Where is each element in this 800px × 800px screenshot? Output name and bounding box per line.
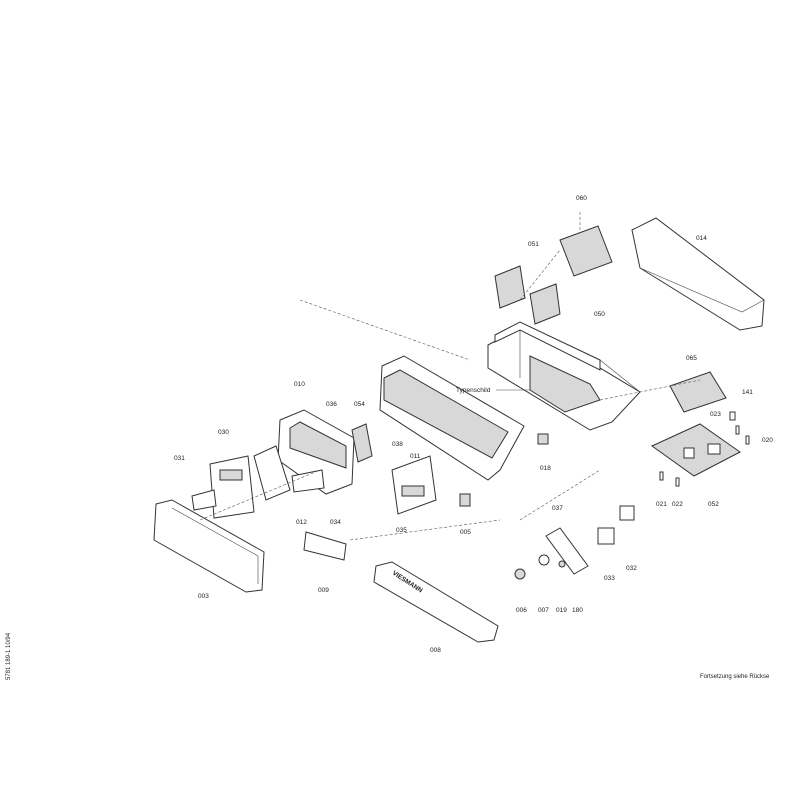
part-050-base-frame: [487, 321, 641, 431]
part-037-knob-plate: [514, 527, 589, 580]
label-023: 023: [710, 411, 721, 418]
part-031-cover: [191, 489, 217, 511]
part-005-clip: [459, 493, 471, 507]
part-009-strip: [303, 531, 347, 561]
typenschild-label: Typenschild: [456, 387, 491, 394]
label-005: 005: [460, 529, 471, 536]
label-065: 065: [686, 355, 697, 362]
label-006: 006: [516, 607, 527, 614]
leader-lines: [199, 249, 701, 541]
label-038: 038: [392, 441, 403, 448]
parts-fasteners: [659, 411, 750, 487]
label-033: 033: [604, 575, 615, 582]
label-180: 180: [572, 607, 583, 614]
part-038-control-unit: [391, 455, 437, 515]
label-051: 051: [528, 241, 539, 248]
label-052: 052: [708, 501, 719, 508]
typenschild-callout: Typenschild: [456, 387, 530, 394]
label-010: 010: [294, 381, 305, 388]
label-037: 037: [552, 505, 563, 512]
label-019: 019: [556, 607, 567, 614]
label-030: 030: [218, 429, 229, 436]
label-014: 014: [696, 235, 707, 242]
label-031: 031: [174, 455, 185, 462]
label-007: 007: [538, 607, 549, 614]
part-014-top-cover: [631, 217, 765, 331]
part-033-switch: [597, 505, 635, 545]
label-011: 011: [410, 453, 421, 460]
part-051-filter-inserts: [494, 265, 561, 325]
part-008-name-bar: [373, 561, 499, 643]
part-052-main-board: [651, 423, 741, 477]
label-003: 003: [198, 593, 209, 600]
document-code: 5781 189-1 10/94: [6, 632, 12, 680]
part-054-connector: [351, 423, 373, 463]
label-009: 009: [318, 587, 329, 594]
part-003-front-door: [153, 499, 265, 593]
label-021: 021: [656, 501, 667, 508]
label-054: 054: [354, 401, 365, 408]
label-034: 034: [330, 519, 341, 526]
part-010-bracket: [277, 409, 355, 495]
label-008: 008: [430, 647, 441, 654]
continuation-note: Fortsetzung siehe Rückse: [700, 674, 770, 680]
part-number-labels: 003 005 006 007 008 009 010 011 012 014 …: [174, 195, 773, 654]
label-050: 050: [594, 311, 605, 318]
part-018-clip: [537, 433, 549, 445]
part-060-circuit-board: [559, 212, 613, 277]
label-018: 018: [540, 465, 551, 472]
part-030-display-module: [209, 455, 255, 519]
label-035: 035: [396, 527, 407, 534]
part-housing-front: [379, 355, 525, 481]
label-036: 036: [326, 401, 337, 408]
part-065-control-board: [669, 371, 727, 413]
label-032: 032: [626, 565, 637, 572]
label-020: 020: [762, 437, 773, 444]
label-060: 060: [576, 195, 587, 202]
label-022: 022: [672, 501, 683, 508]
part-012-cap: [291, 469, 325, 493]
label-012: 012: [296, 519, 307, 526]
label-141: 141: [742, 389, 753, 396]
